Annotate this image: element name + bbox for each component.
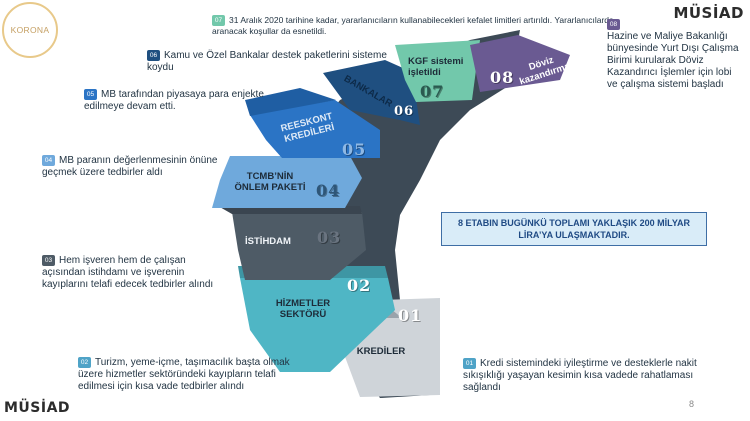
- summary-box: 8 ETABIN BUGÜNKÜ TOPLAMI YAKLAŞIK 200 Mİ…: [441, 212, 707, 246]
- step-02-tag: 02: [78, 357, 91, 368]
- step-02-note-text: Turizm, yeme-içme, taşımacılık başta olm…: [78, 357, 290, 392]
- korona-label: KORONA: [10, 25, 50, 35]
- step-04-tag: 04: [42, 155, 55, 166]
- step-02-number: 02: [347, 276, 372, 295]
- step-06-shape: [323, 60, 420, 125]
- step-03-note-text: Hem işveren hem de çalışan açısından ist…: [42, 255, 214, 290]
- step-01-note-text: Kredi sistemindeki iyileştirme ve destek…: [463, 358, 697, 393]
- step-03-number: 03: [317, 228, 342, 247]
- musiad-logo-bottom: MÜSİAD: [4, 400, 71, 416]
- step-08-number: 08: [490, 68, 515, 87]
- step-06-number: 06: [394, 104, 415, 119]
- step-08-shape: [470, 35, 570, 92]
- step-03-tag: 03: [42, 255, 55, 266]
- step-06-note-text: Kamu ve Özel Bankalar destek paketlerini…: [147, 50, 387, 73]
- step-02-shape: [240, 278, 395, 372]
- step-04-title: TCMB’NİN ÖNLEM PAKETİ: [234, 171, 306, 193]
- step-08-tag: 08: [607, 19, 620, 30]
- step-05-number: 05: [342, 140, 367, 159]
- step-02-title: HİZMETLER SEKTÖRÜ: [275, 298, 331, 320]
- step-03-title: İSTİHDAM: [245, 236, 291, 247]
- step-07-title: KGF sistemi işletildi: [408, 56, 464, 78]
- step-01-title: KREDİLER: [356, 346, 406, 357]
- step-05-note-text: MB tarafından piyasaya para enjekte edil…: [84, 89, 264, 112]
- step-01-tag: 01: [463, 358, 476, 369]
- step-07-note-text: 31 Aralık 2020 tarihine kadar, yararlanı…: [212, 15, 614, 36]
- korona-badge: KORONA: [2, 2, 58, 58]
- step-04-note-text: MB paranın değerlenmesinin önüne geçmek …: [42, 155, 218, 178]
- step-06-tag: 06: [147, 50, 160, 61]
- musiad-logo-top: MÜSİAD: [673, 4, 744, 22]
- step-05-tag: 05: [84, 89, 97, 100]
- page-number: 8: [688, 399, 694, 409]
- step-07-shape: [395, 40, 480, 102]
- step-01-number: 01: [398, 306, 423, 325]
- step-04-number: 04: [316, 181, 341, 200]
- step-07-tag: 07: [212, 15, 225, 26]
- step-08-note-text: Hazine ve Maliye Bakanlığı bünyesinde Yu…: [607, 31, 739, 90]
- step-04-shape: [212, 156, 362, 208]
- step-07-number: 07: [420, 82, 445, 101]
- step-03-shape: [232, 212, 366, 280]
- step-05-shape: [250, 100, 380, 158]
- step-05-top: [245, 88, 336, 116]
- step-08-note: 08 Hazine ve Maliye Bakanlığı bünyesinde…: [607, 19, 742, 91]
